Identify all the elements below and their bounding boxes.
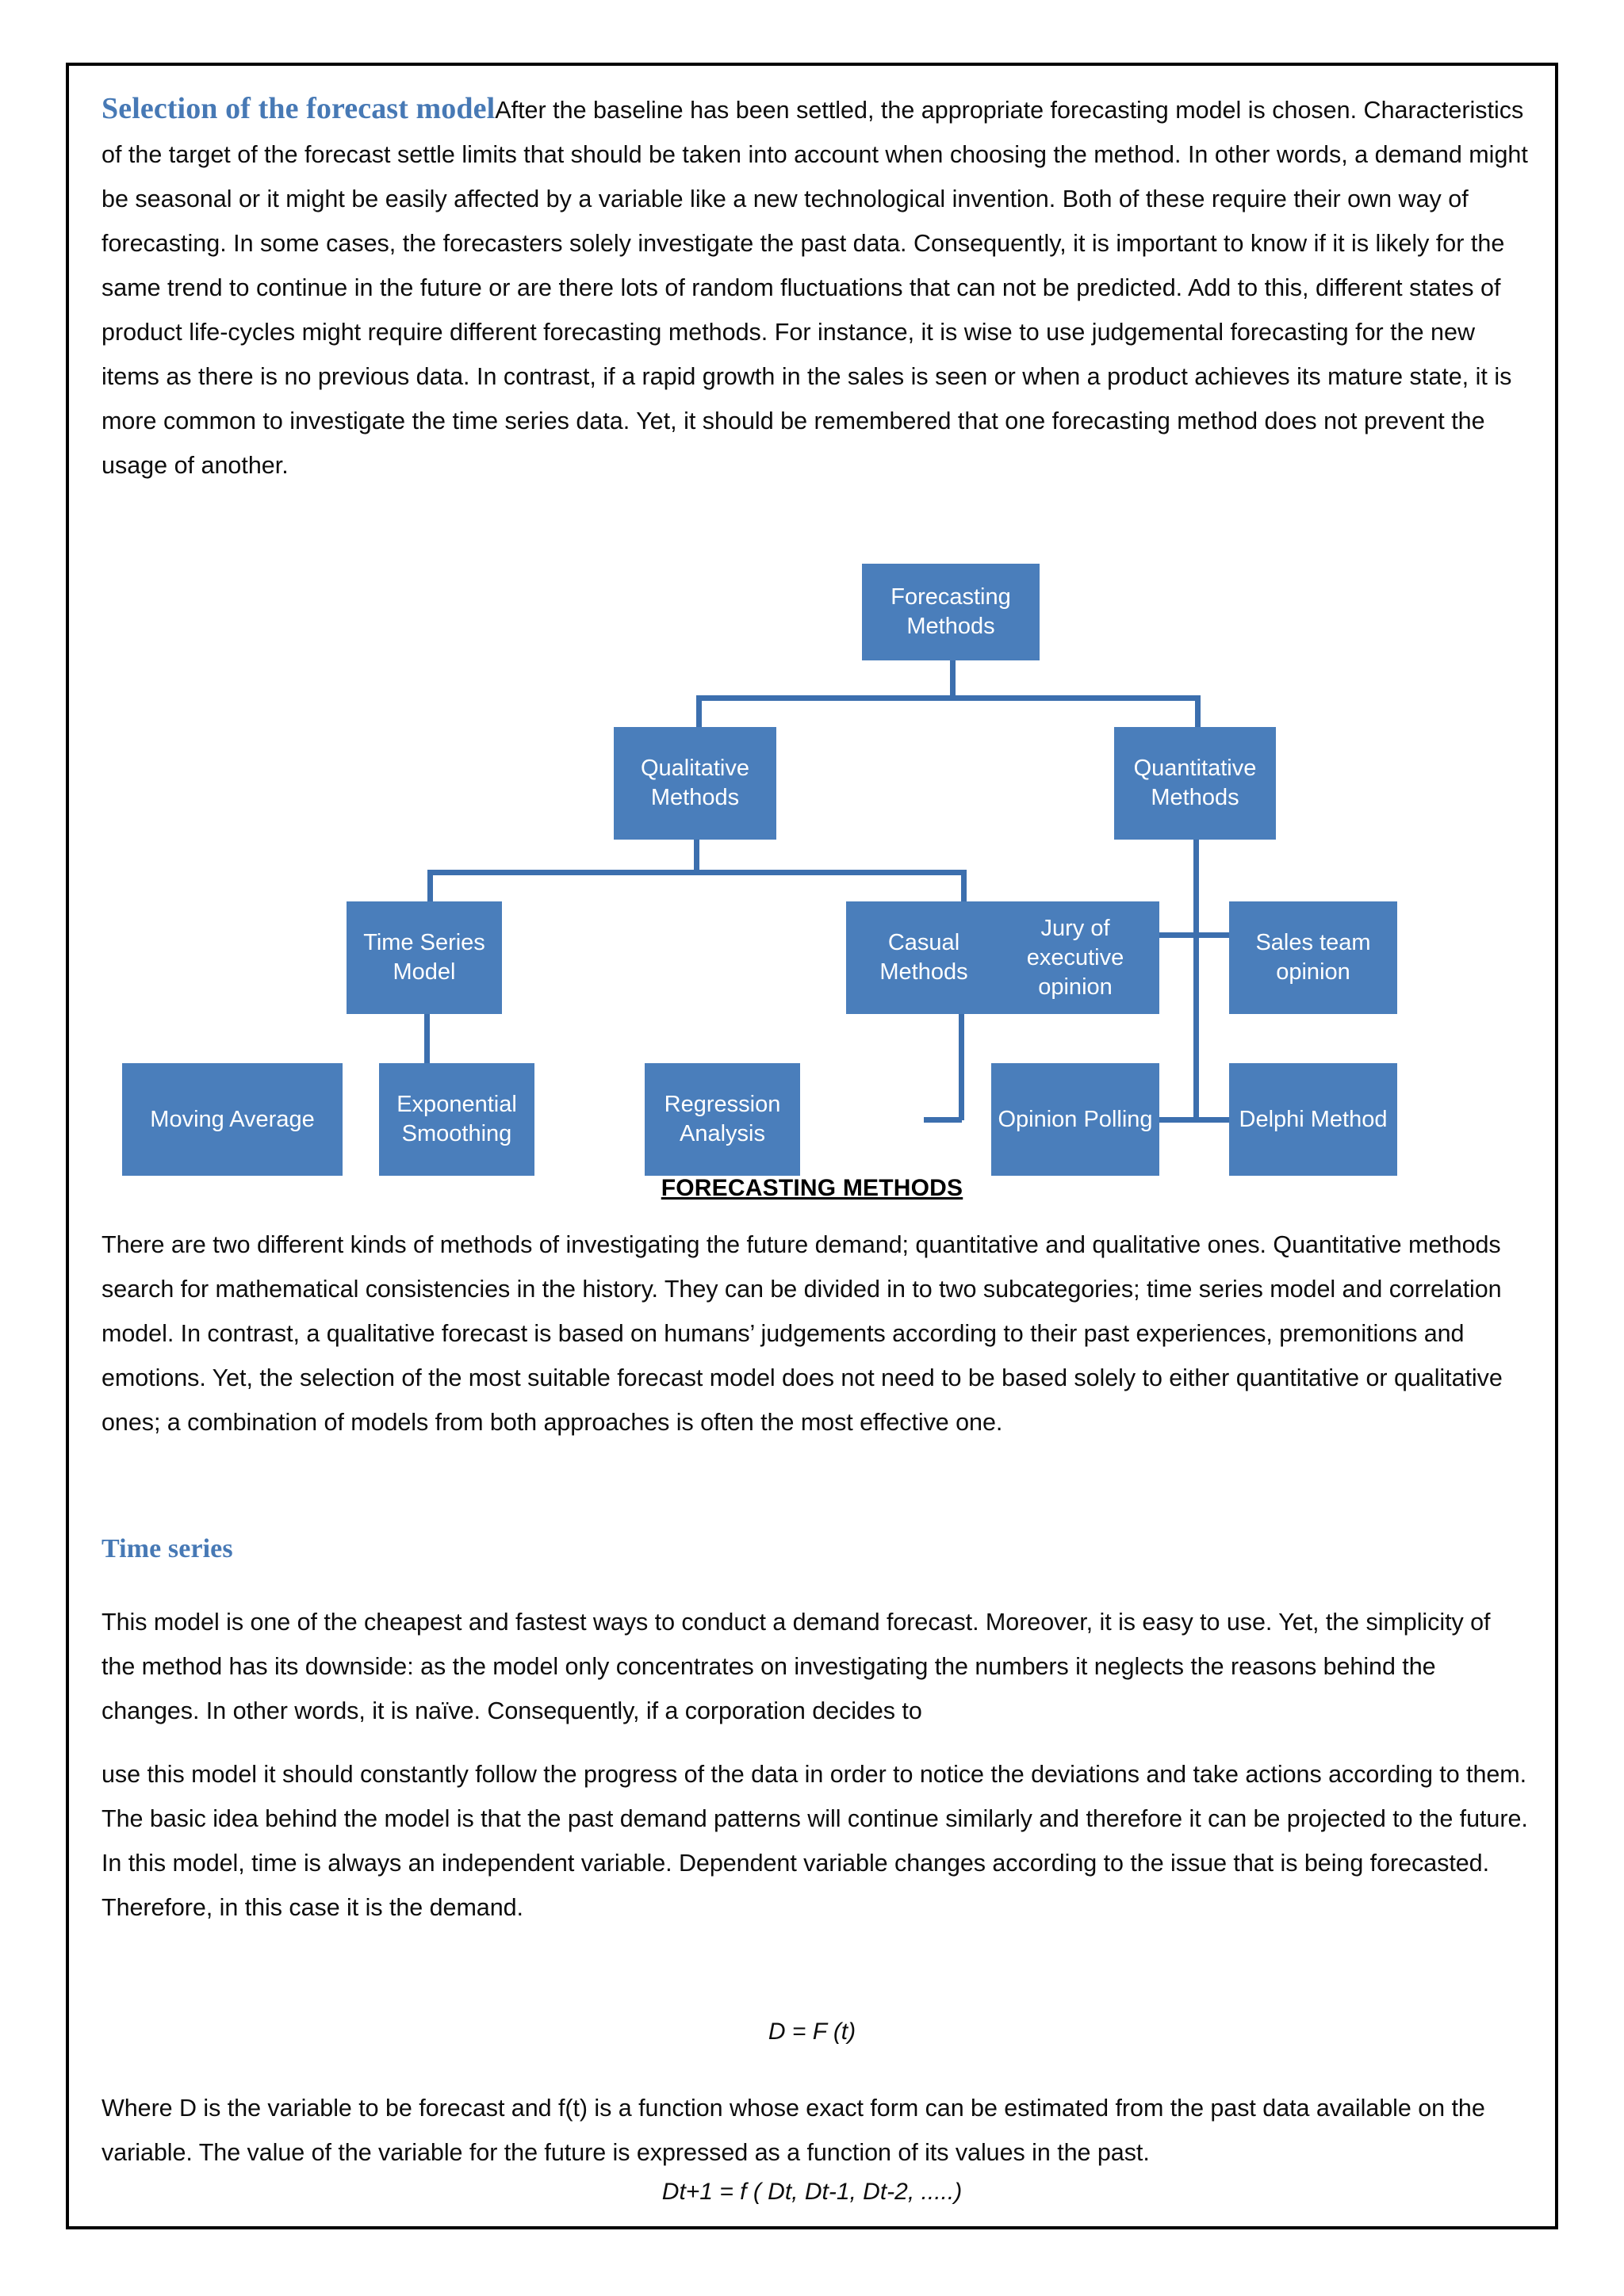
connector-casual-down bbox=[959, 1014, 964, 1120]
page-title: Selection of the forecast model bbox=[102, 92, 496, 125]
paragraph-4: use this model it should constantly foll… bbox=[102, 1761, 1528, 1921]
paragraph-3: This model is one of the cheapest and fa… bbox=[102, 1609, 1491, 1724]
node-label: Casual Methods bbox=[879, 930, 968, 985]
connector-level2-bar-left bbox=[427, 870, 967, 875]
intro-paragraph-block: Selection of the forecast modelAfter the… bbox=[102, 86, 1529, 488]
node-label: Time Series Model bbox=[363, 930, 485, 985]
node-quantitative-methods[interactable]: Quantitative Methods bbox=[1114, 727, 1276, 840]
node-label: Exponential Smoothing bbox=[396, 1092, 517, 1146]
connector-root-down bbox=[950, 660, 956, 695]
connector-to-casual bbox=[961, 870, 967, 901]
node-opinion-polling[interactable]: Opinion Polling bbox=[991, 1063, 1159, 1176]
node-delphi-method[interactable]: Delphi Method bbox=[1229, 1063, 1397, 1176]
figure-caption: FORECASTING METHODS bbox=[661, 1175, 963, 1201]
node-jury-of-executive-opinion[interactable]: Jury of executive opinion bbox=[991, 901, 1159, 1014]
node-label: Qualitative Methods bbox=[640, 756, 749, 810]
subsection-heading-time-series: Time series bbox=[102, 1534, 233, 1563]
node-moving-average[interactable]: Moving Average bbox=[122, 1063, 343, 1176]
paragraph-2: There are two different kinds of methods… bbox=[102, 1231, 1503, 1436]
connector-to-quantitative bbox=[1195, 695, 1201, 727]
node-label: Jury of executive opinion bbox=[1026, 915, 1124, 1000]
connector-polling-stub bbox=[1158, 1117, 1196, 1123]
node-label: Opinion Polling bbox=[998, 1106, 1153, 1132]
node-sales-team-opinion[interactable]: Sales team opinion bbox=[1229, 901, 1397, 1014]
node-label: Regression Analysis bbox=[664, 1092, 781, 1146]
connector-quantitative-spine bbox=[1193, 840, 1199, 1120]
connector-sales-stub bbox=[1193, 932, 1231, 938]
node-casual-methods[interactable]: Casual Methods bbox=[846, 901, 1002, 1014]
node-label: Sales team opinion bbox=[1255, 930, 1371, 985]
node-exponential-smoothing[interactable]: Exponential Smoothing bbox=[379, 1063, 534, 1176]
connector-delphi-stub bbox=[1193, 1117, 1231, 1123]
node-forecasting-methods[interactable]: Forecasting Methods bbox=[862, 564, 1040, 660]
node-label: Quantitative Methods bbox=[1133, 756, 1257, 810]
paragraph-5: Where D is the variable to be forecast a… bbox=[102, 2095, 1485, 2166]
node-regression-analysis[interactable]: Regression Analysis bbox=[645, 1063, 800, 1176]
node-label: Forecasting Methods bbox=[891, 584, 1011, 639]
connector-to-time-series bbox=[427, 870, 433, 901]
connector-casual-stub bbox=[924, 1117, 962, 1123]
document-page: Selection of the forecast modelAfter the… bbox=[66, 63, 1558, 2229]
paragraph-1: After the baseline has been settled, the… bbox=[102, 97, 1528, 479]
connector-to-qualitative bbox=[696, 695, 702, 727]
node-label: Delphi Method bbox=[1239, 1106, 1388, 1132]
node-time-series-model[interactable]: Time Series Model bbox=[347, 901, 502, 1014]
forecasting-methods-diagram: Forecasting Methods Qualitative Methods … bbox=[69, 549, 1555, 1176]
node-label: Moving Average bbox=[150, 1106, 315, 1132]
connector-level1-bar bbox=[696, 695, 1201, 701]
connector-jury-stub bbox=[1158, 932, 1196, 938]
formula-d-equals-f-t: D = F (t) bbox=[768, 2019, 856, 2045]
node-qualitative-methods[interactable]: Qualitative Methods bbox=[614, 727, 776, 840]
connector-qualitative-down bbox=[694, 840, 699, 870]
formula-dt-plus-1: Dt+1 = f ( Dt, Dt-1, Dt-2, .....) bbox=[661, 2179, 963, 2205]
